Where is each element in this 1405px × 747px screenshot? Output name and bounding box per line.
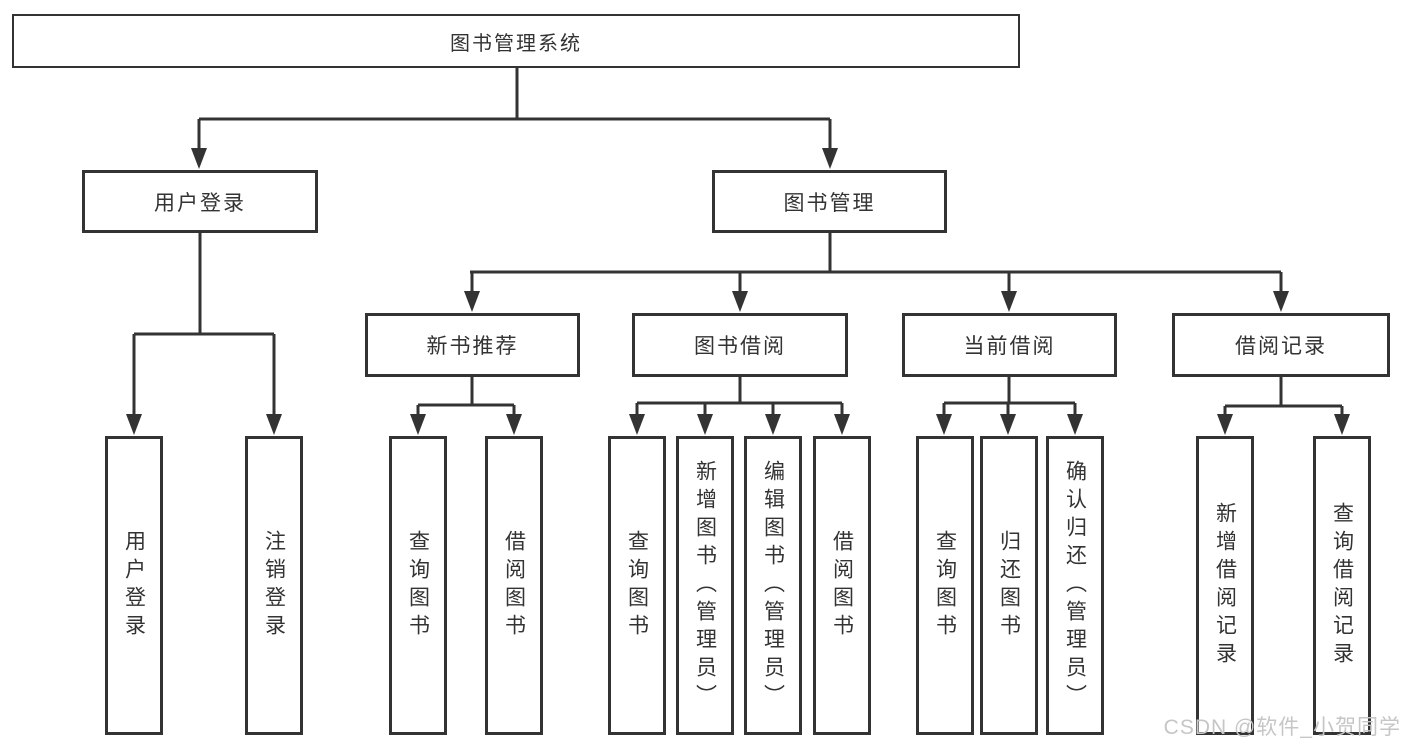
connector-paths	[132, 68, 1344, 419]
leaf-query-book-borrowing: 查询图书	[608, 436, 666, 735]
leaf-return-book: 归还图书	[980, 436, 1038, 735]
leaf-add-borrow-record: 新增借阅记录	[1196, 436, 1254, 735]
arrowheads	[126, 148, 1350, 435]
leaf-add-book-admin: 新增图书（管理员）	[676, 436, 734, 735]
node-book-borrowing: 图书借阅	[632, 313, 848, 377]
node-library-management-system: 图书管理系统	[12, 14, 1020, 68]
node-user-login: 用户登录	[82, 170, 318, 233]
leaf-query-book-recommend: 查询图书	[389, 436, 447, 735]
csdn-watermark: CSDN @软件_小贺同学	[1163, 716, 1401, 739]
leaf-query-book-current: 查询图书	[916, 436, 974, 735]
leaf-borrow-book-borrowing: 借阅图书	[813, 436, 871, 735]
leaf-edit-book-admin: 编辑图书（管理员）	[744, 436, 802, 735]
node-new-book-recommend: 新书推荐	[365, 313, 580, 377]
leaf-confirm-return-admin: 确认归还（管理员）	[1046, 436, 1104, 735]
leaf-query-borrow-record: 查询借阅记录	[1313, 436, 1371, 735]
leaf-user-login: 用户登录	[105, 436, 163, 735]
leaf-logout: 注销登录	[245, 436, 303, 735]
node-current-borrowing: 当前借阅	[902, 313, 1117, 377]
node-borrowing-records: 借阅记录	[1172, 313, 1390, 377]
leaf-borrow-book-recommend: 借阅图书	[485, 436, 543, 735]
node-book-management: 图书管理	[712, 170, 947, 233]
